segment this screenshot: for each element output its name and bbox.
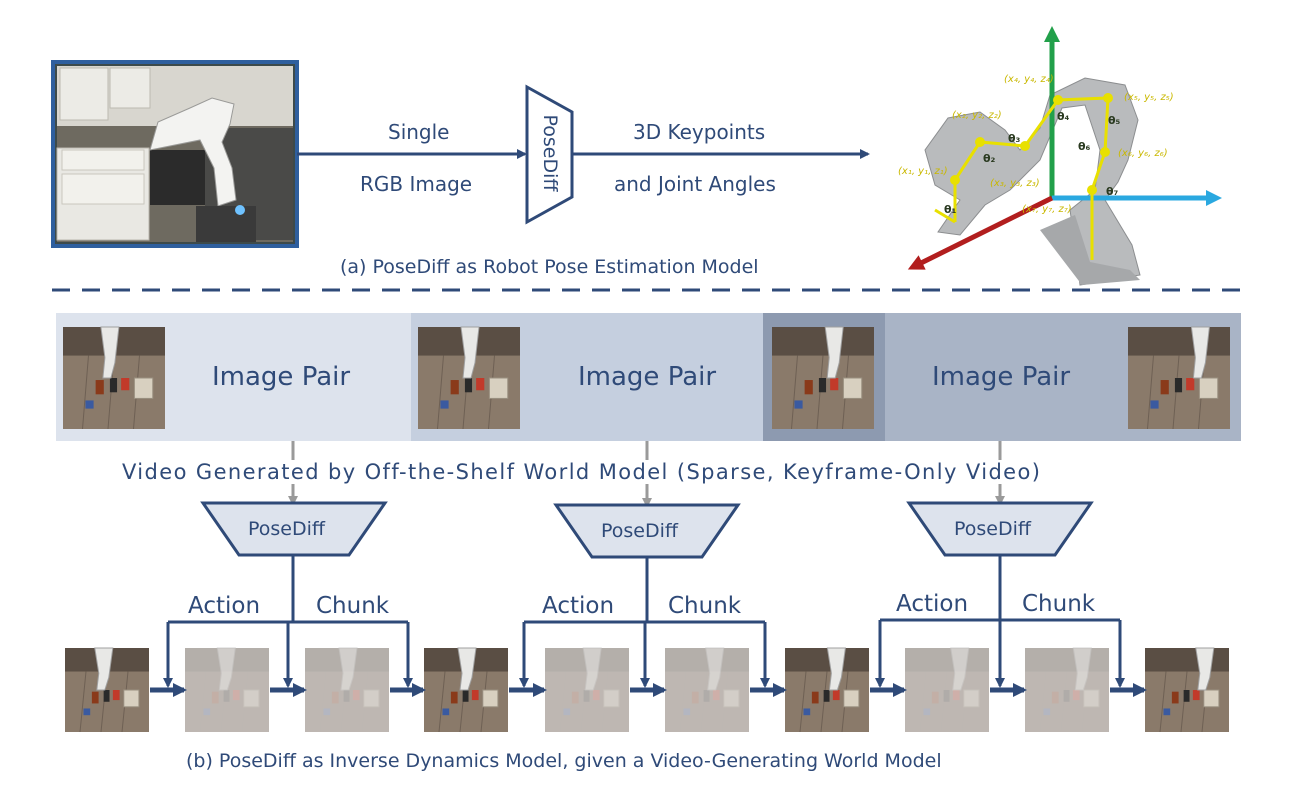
joint-angle-t2: θ₂ <box>983 152 996 165</box>
caption-b: (b) PoseDiff as Inverse Dynamics Model, … <box>186 750 942 772</box>
video-frame-1 <box>65 647 149 733</box>
video-frame-7 <box>785 647 869 733</box>
keypoint-dot-k5 <box>1103 93 1113 103</box>
joint-angle-t3: θ₃ <box>1008 132 1021 145</box>
caption-a: (a) PoseDiff as Robot Pose Estimation Mo… <box>340 256 759 278</box>
chunk-label-2: Chunk <box>668 593 742 619</box>
video-frame-2 <box>185 647 269 733</box>
keypoint-dot-k1 <box>950 175 960 185</box>
image-pair-label-1: Image Pair <box>212 362 351 392</box>
joint-angle-t4: θ₄ <box>1057 110 1070 123</box>
video-frame-10 <box>1145 647 1229 733</box>
posediff-label-b3: PoseDiff <box>954 518 1031 540</box>
keypoint-dot-k2 <box>975 137 985 147</box>
keypoint-label-k6: (x₆, y₆, z₆) <box>1118 148 1168 159</box>
action-label-3: Action <box>896 591 969 617</box>
video-frame-4 <box>424 647 508 733</box>
keypoint-label-k2: (x₂, y₂, z₂) <box>952 110 1002 121</box>
posediff-encoder-a <box>525 84 574 225</box>
keypoint-dot-k4 <box>1053 95 1063 105</box>
image-pair-label-3: Image Pair <box>932 362 1071 392</box>
joint-angle-t5: θ₅ <box>1108 114 1121 127</box>
posediff-label-b1: PoseDiff <box>248 518 325 540</box>
joint-angle-t1: θ₁ <box>944 203 957 216</box>
image-pair-band-2 <box>531 313 763 441</box>
video-frame-9 <box>1025 647 1109 733</box>
chunk-label-3: Chunk <box>1022 591 1096 617</box>
keypoint-label-k5: (x₅, y₅, z₅) <box>1124 92 1174 103</box>
video-caption: Video Generated by Off-the-Shelf World M… <box>120 460 1044 484</box>
keypoint-label-k7: (x₇, y₇, z₇) <box>1022 204 1072 215</box>
keypoint-dot-k6 <box>1100 147 1110 157</box>
robot-keypoint-figure <box>907 26 1222 286</box>
action-label-2: Action <box>542 593 615 619</box>
output-label-line1: 3D Keypoints <box>633 120 766 144</box>
keyframe-image-2 <box>418 326 520 430</box>
video-frame-6 <box>665 647 749 733</box>
keypoint-dot-k7 <box>1087 185 1097 195</box>
chunk-label-1: Chunk <box>316 593 390 619</box>
axis-x-arrow <box>907 195 1054 270</box>
joint-angle-t7: θ₇ <box>1106 185 1119 198</box>
posediff-decoder-3 <box>906 501 1094 557</box>
posediff-decoder-1 <box>200 501 388 557</box>
video-frame-3 <box>305 647 389 733</box>
keyframe-image-4 <box>1128 326 1230 430</box>
keypoint-dot-k3 <box>1020 141 1030 151</box>
output-label-line2: and Joint Angles <box>614 172 776 196</box>
posediff-label-b2: PoseDiff <box>601 520 678 542</box>
input-rgb-image <box>51 60 299 248</box>
action-label-1: Action <box>188 593 261 619</box>
image-pair-label-2: Image Pair <box>578 362 717 392</box>
input-label-line1: Single <box>388 120 450 144</box>
keyframe-image-1 <box>63 326 165 430</box>
input-label-line2: RGB Image <box>360 172 473 196</box>
keyframe-image-3 <box>772 326 874 430</box>
keypoint-label-k4: (x₄, y₄, z₄) <box>1004 74 1054 85</box>
keypoint-label-k1: (x₁, y₁, z₁) <box>898 166 948 177</box>
joint-angle-t6: θ₆ <box>1078 140 1091 153</box>
posediff-decoder-2 <box>553 503 741 559</box>
video-frame-8 <box>905 647 989 733</box>
keypoint-label-k3: (x₃, y₃, z₃) <box>990 178 1040 189</box>
video-frame-5 <box>545 647 629 733</box>
posediff-label-a: PoseDiff <box>539 114 561 192</box>
